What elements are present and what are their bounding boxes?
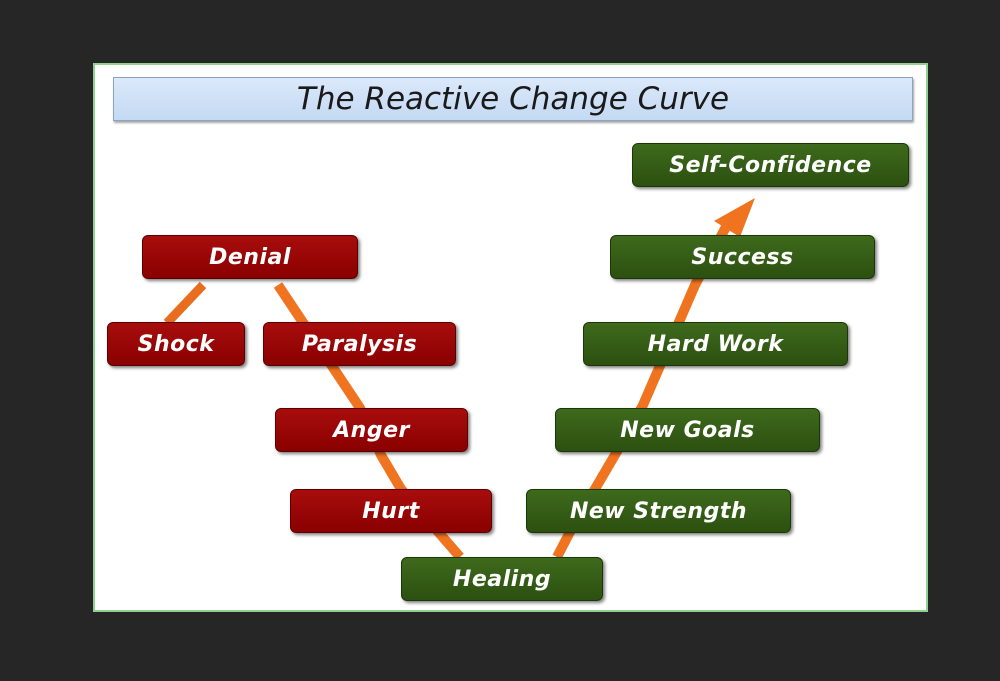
stage-paralysis: Paralysis (263, 322, 456, 366)
stage-anger: Anger (275, 408, 468, 452)
stage-denial: Denial (142, 235, 358, 279)
diagram-title: The Reactive Change Curve (113, 77, 913, 121)
diagram-slide: The Reactive Change Curve Denial Shock P… (93, 63, 928, 612)
stage-hurt: Hurt (290, 489, 492, 533)
stage-new-goals: New Goals (555, 408, 820, 452)
arrowhead-icon (714, 198, 755, 237)
stage-healing: Healing (401, 557, 603, 601)
stage-new-strength: New Strength (526, 489, 791, 533)
stage-success: Success (610, 235, 875, 279)
denial-to-shock-line (163, 281, 207, 327)
stage-hard-work: Hard Work (583, 322, 848, 366)
stage-self-confidence: Self-Confidence (632, 143, 909, 187)
stage-shock: Shock (107, 322, 245, 366)
